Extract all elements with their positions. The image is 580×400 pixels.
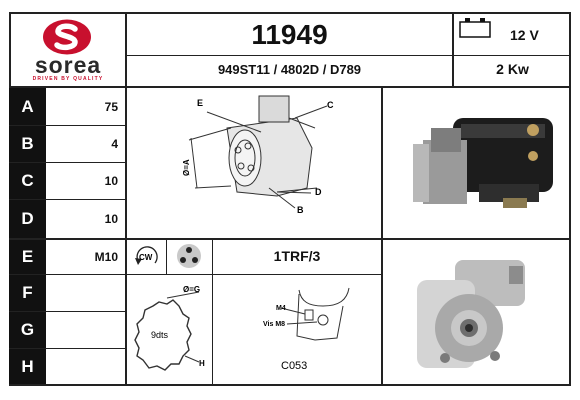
row-line-cd — [9, 199, 125, 200]
row-line-de — [9, 238, 571, 240]
spec-value-c: 10 — [104, 174, 118, 188]
sorea-logo-icon — [43, 19, 91, 55]
frame-right — [569, 12, 571, 386]
terminal-bracket-drawing: M4 Vis M8 C053 — [263, 287, 350, 372]
spec-value-h — [46, 349, 124, 384]
spec-letter-f: F — [9, 275, 46, 311]
row-line-ab — [9, 125, 125, 126]
spec-letter-a: A — [9, 88, 46, 125]
row-line-bc — [9, 162, 125, 163]
frame-top — [9, 12, 571, 14]
brand-tagline: DRIVEN BY QUALITY — [32, 76, 104, 82]
power: 2 Kw — [496, 61, 529, 77]
battery-icon — [459, 18, 491, 38]
frame-bottom — [9, 384, 571, 386]
pinion-gear-drawing: Ø=G 9dts H — [134, 285, 205, 371]
starter-photo-side — [413, 118, 553, 208]
header-mid-line — [125, 55, 571, 56]
pinion-teeth-count: 9dts — [151, 330, 169, 340]
starter-dimension-drawing: E C D B Ø=A — [182, 95, 334, 215]
spec-letter-b: B — [9, 126, 46, 162]
rotation-cw-icon: CW — [135, 246, 158, 265]
col-line-pinion — [212, 238, 213, 386]
terminal-label-vis-m8: Vis M8 — [263, 321, 285, 328]
spec-value-f — [46, 275, 124, 311]
pinion-label-phi-g: Ø=G — [183, 285, 200, 294]
spec-value-a: 75 — [104, 99, 118, 114]
spec-letter-g: G — [9, 312, 46, 348]
header-divider-logo — [125, 12, 127, 386]
spec-letter-e: E — [9, 240, 46, 274]
part-number: 11949 — [251, 19, 328, 50]
pinion-label-h: H — [199, 359, 205, 368]
drawing-label-b: B — [297, 205, 304, 215]
col-line-cw — [166, 238, 167, 275]
terminal-label-m4: M4 — [276, 305, 286, 312]
header-bottom-line — [9, 86, 571, 88]
terminal-drawing-code: C053 — [281, 360, 307, 372]
col-line-photo — [381, 86, 383, 386]
drawing-label-e: E — [197, 98, 203, 108]
spec-value-g — [46, 312, 124, 348]
cross-references: 949ST11 / 4802D / D789 — [217, 62, 362, 77]
rotation-cw-label: CW — [139, 253, 153, 262]
row-line-ef — [9, 274, 381, 275]
spec-value-e: M10 — [94, 250, 118, 264]
header-divider-right — [452, 12, 454, 86]
drawing-label-phi-a: Ø=A — [182, 159, 191, 176]
spec-value-b: 4 — [111, 137, 118, 151]
spec-letter-h: H — [9, 349, 46, 384]
mounting-code: 1TRF/3 — [273, 248, 321, 264]
spec-letter-d: D — [9, 200, 46, 238]
starter-photo-front — [417, 260, 525, 368]
three-pole-terminal-icon — [177, 244, 201, 268]
row-line-gh — [9, 348, 125, 349]
drawing-label-d: D — [315, 187, 322, 197]
brand-name: sorea — [34, 52, 102, 78]
spec-letter-c: C — [9, 163, 46, 199]
row-line-fg — [9, 311, 125, 312]
spec-value-d: 10 — [104, 212, 118, 226]
voltage: 12 V — [510, 27, 539, 43]
drawing-label-c: C — [327, 100, 334, 110]
